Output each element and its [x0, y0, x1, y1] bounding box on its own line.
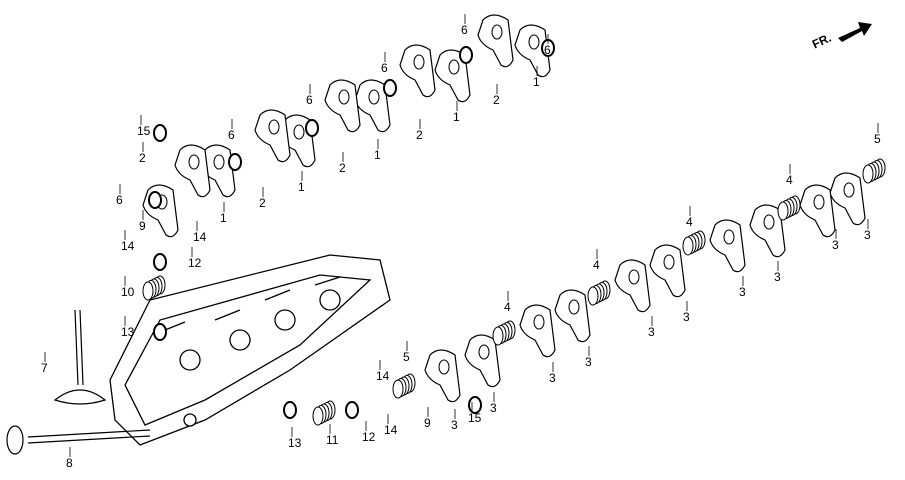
washer	[153, 124, 167, 142]
washer	[148, 191, 162, 209]
rocker-arm	[829, 172, 866, 226]
callout-13: 13	[288, 436, 302, 450]
callout-9: 9	[139, 219, 146, 233]
callout-2: 2	[139, 151, 146, 165]
callout-8: 8	[66, 456, 73, 470]
spring	[392, 373, 416, 399]
callout-14: 14	[193, 230, 207, 244]
callout-4: 4	[593, 258, 600, 272]
washer	[383, 79, 397, 97]
spring	[312, 400, 336, 426]
callout-6: 6	[544, 43, 551, 57]
spring	[587, 280, 611, 306]
callout-14: 14	[376, 369, 390, 383]
callout-3: 3	[585, 355, 592, 369]
callout-5: 5	[874, 132, 881, 146]
callout-12: 12	[362, 430, 376, 444]
washer	[345, 401, 359, 419]
callout-3: 3	[490, 401, 497, 415]
callout-2: 2	[259, 196, 266, 210]
callout-6: 6	[306, 93, 313, 107]
washer	[153, 253, 167, 271]
rocker-arm	[174, 144, 211, 198]
spring	[492, 320, 516, 346]
callout-1: 1	[374, 148, 381, 162]
callout-6: 6	[228, 128, 235, 142]
rocker-arm	[424, 349, 461, 403]
callout-14: 14	[384, 423, 398, 437]
rocker-arm	[614, 259, 651, 313]
spring	[142, 275, 166, 301]
rocker-arm	[649, 244, 686, 298]
washer	[283, 401, 297, 419]
rocker-arm	[324, 79, 361, 133]
callout-14: 14	[121, 239, 135, 253]
exhaust-valve	[6, 425, 151, 455]
rocker-arm	[354, 79, 391, 133]
rocker-arm	[434, 49, 471, 103]
callout-15: 15	[468, 411, 482, 425]
callout-9: 9	[424, 416, 431, 430]
rocker-arm	[142, 184, 179, 238]
callout-2: 2	[416, 128, 423, 142]
rocker-arm	[399, 44, 436, 98]
rocker-arm	[477, 14, 514, 68]
callout-3: 3	[832, 238, 839, 252]
callout-11: 11	[326, 433, 339, 447]
callout-1: 1	[298, 180, 305, 194]
rocker-arm	[554, 289, 591, 343]
callout-6: 6	[116, 193, 123, 207]
callout-3: 3	[648, 325, 655, 339]
rocker-arm	[749, 204, 786, 258]
callout-13: 13	[121, 325, 135, 339]
callout-7: 7	[41, 361, 48, 375]
front-arrow-icon	[838, 22, 872, 42]
callout-4: 4	[786, 173, 793, 187]
cylinder-head	[109, 254, 391, 446]
callout-2: 2	[493, 93, 500, 107]
callout-4: 4	[686, 215, 693, 229]
callout-5: 5	[403, 350, 410, 364]
callout-15: 15	[137, 124, 151, 138]
washer	[153, 323, 167, 341]
callout-1: 1	[453, 110, 460, 124]
washer	[228, 153, 242, 171]
callout-1: 1	[533, 75, 540, 89]
washer	[459, 46, 473, 64]
callout-6: 6	[461, 23, 468, 37]
callout-1: 1	[220, 211, 227, 225]
callout-10: 10	[121, 285, 135, 299]
rocker-arm	[514, 24, 551, 78]
spring	[777, 195, 801, 221]
spring	[862, 158, 886, 184]
callout-6: 6	[381, 61, 388, 75]
callout-3: 3	[774, 270, 781, 284]
callout-3: 3	[739, 285, 746, 299]
callout-3: 3	[683, 310, 690, 324]
callout-4: 4	[504, 300, 511, 314]
callout-12: 12	[188, 256, 202, 270]
intake-valve	[53, 309, 107, 405]
rocker-arm	[254, 109, 291, 163]
rocker-arm	[519, 304, 556, 358]
callout-2: 2	[339, 161, 346, 175]
callout-3: 3	[451, 418, 458, 432]
washer	[305, 119, 319, 137]
callout-3: 3	[864, 228, 871, 242]
callout-3: 3	[549, 371, 556, 385]
spring	[682, 230, 706, 256]
rocker-arm	[464, 334, 501, 388]
rocker-arm	[709, 219, 746, 273]
rocker-arm	[799, 184, 836, 238]
